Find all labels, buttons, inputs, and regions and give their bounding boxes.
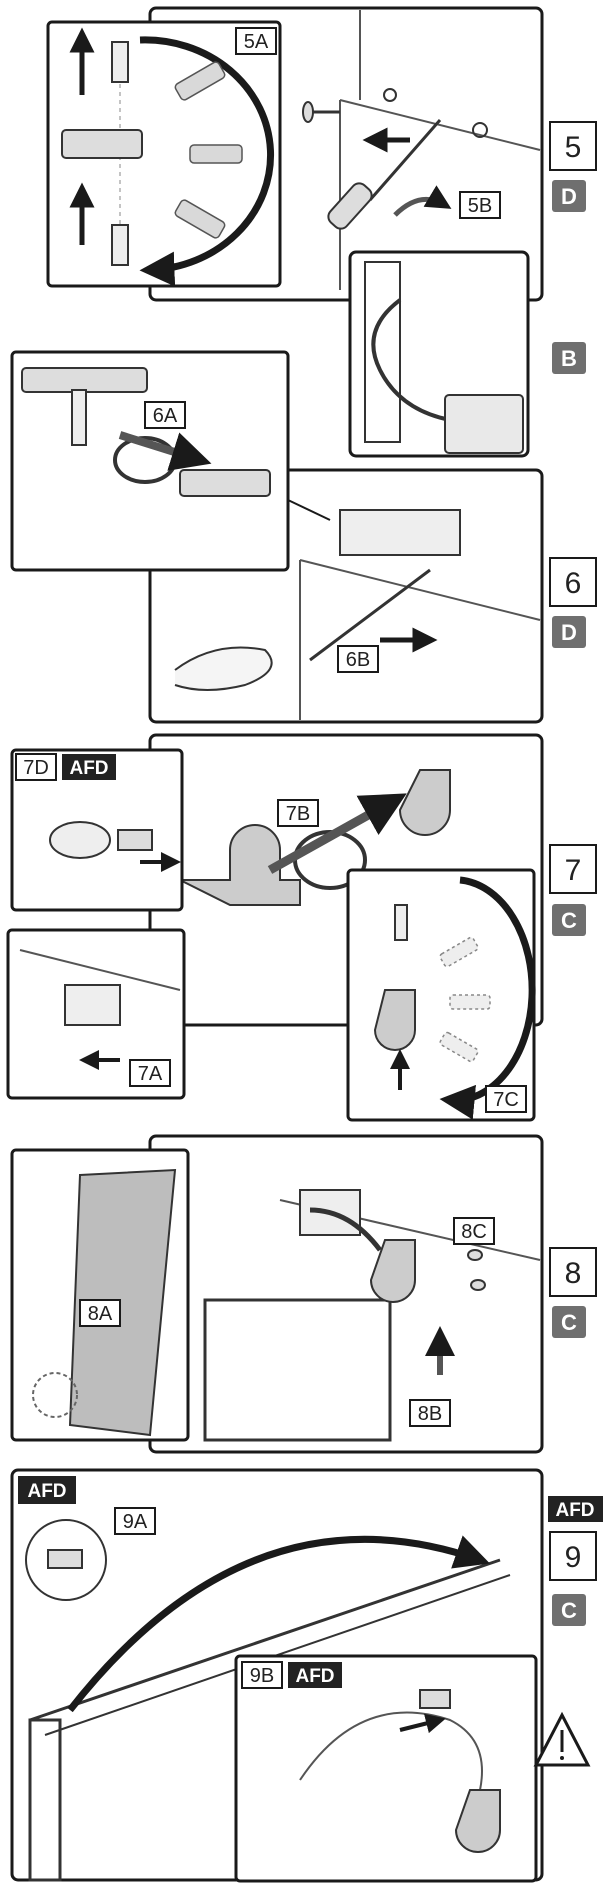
svg-text:AFD: AFD — [27, 1481, 66, 1502]
svg-text:8: 8 — [565, 1257, 582, 1290]
svg-text:8B: 8B — [418, 1403, 442, 1425]
step-8-number: 8 — [549, 1247, 597, 1297]
svg-text:C: C — [561, 1310, 577, 1335]
svg-text:9: 9 — [565, 1541, 582, 1574]
callout-9a: 9A — [114, 1507, 156, 1535]
svg-text:7: 7 — [565, 854, 582, 887]
svg-text:D: D — [561, 184, 577, 209]
screw-icon — [302, 101, 340, 123]
svg-text:6A: 6A — [153, 405, 178, 427]
svg-text:AFD: AFD — [69, 758, 108, 779]
svg-text:AFD: AFD — [295, 1666, 334, 1687]
svg-text:5A: 5A — [244, 31, 269, 53]
step-6-group: 6A 6B 6 D — [10, 350, 597, 724]
svg-text:5: 5 — [565, 131, 582, 164]
step-9-group: AFD 9A 9B AFD AFD 9 — [10, 1468, 603, 1883]
step-5-badge-b: B — [552, 342, 586, 374]
callout-7a: 7A — [129, 1059, 171, 1087]
callout-5a: 5A — [235, 27, 277, 55]
afd-tag-9a: AFD — [18, 1476, 76, 1504]
svg-text:6B: 6B — [346, 649, 370, 671]
afd-tag-7d: AFD — [62, 754, 116, 780]
callout-9b: 9B — [241, 1661, 283, 1689]
svg-text:C: C — [561, 908, 577, 933]
step-8-group: 8A 8B 8C 8 C — [10, 1134, 597, 1454]
screwdriver-icon — [327, 119, 442, 230]
step-9-badge-c: C — [552, 1594, 586, 1626]
callout-8a: 8A — [79, 1299, 121, 1327]
connector-icon — [419, 1689, 451, 1709]
afd-tag-9b: AFD — [288, 1662, 342, 1688]
svg-text:8C: 8C — [461, 1221, 487, 1243]
svg-text:7A: 7A — [138, 1063, 163, 1085]
callout-8b: 8B — [409, 1399, 451, 1427]
svg-text:B: B — [561, 346, 577, 371]
callout-7c: 7C — [485, 1085, 527, 1113]
afd-tag-step-9: AFD — [548, 1496, 603, 1522]
hinge-icon — [454, 1789, 501, 1853]
callout-7d: 7D — [15, 753, 57, 781]
screwdriver-icon — [309, 568, 431, 662]
step-7-number: 7 — [549, 844, 597, 894]
step-6-number: 6 — [549, 557, 597, 607]
callout-6a: 6A — [144, 401, 186, 429]
warning-icon — [533, 1711, 591, 1767]
hinge-icon — [369, 1239, 416, 1303]
svg-text:9A: 9A — [123, 1511, 148, 1533]
step-5-number: 5 — [549, 121, 597, 171]
svg-text:AFD: AFD — [555, 1500, 594, 1521]
callout-6b: 6B — [337, 645, 379, 673]
svg-text:7D: 7D — [23, 757, 49, 779]
step-7-badge-c: C — [552, 904, 586, 936]
step-8-badge-c: C — [552, 1306, 586, 1338]
callout-8c: 8C — [453, 1217, 495, 1245]
hinge-icon — [179, 769, 451, 906]
svg-text:8A: 8A — [88, 1303, 113, 1325]
hinge-icon — [61, 129, 143, 159]
svg-text:6: 6 — [565, 567, 582, 600]
step-5-group: 5A 5B 5 D B — [46, 6, 597, 458]
connector-icon — [47, 1549, 83, 1569]
step-6-badge-d: D — [552, 616, 586, 648]
hinge-icon — [339, 509, 461, 556]
step-9-number: 9 — [549, 1531, 597, 1581]
connector-icon — [117, 829, 153, 851]
svg-text:D: D — [561, 620, 577, 645]
step-7-group: 7D AFD 7A 7B 7C — [6, 733, 597, 1122]
svg-text:5B: 5B — [468, 195, 492, 217]
step-8-main-panel — [148, 1134, 544, 1454]
svg-text:C: C — [561, 1598, 577, 1623]
svg-text:9B: 9B — [250, 1665, 274, 1687]
callout-7b: 7B — [277, 799, 319, 827]
callout-5b: 5B — [459, 191, 501, 219]
screw-icon — [467, 1249, 486, 1291]
svg-text:7C: 7C — [493, 1089, 519, 1111]
svg-text:7B: 7B — [286, 803, 310, 825]
step-5-badge-d: D — [552, 180, 586, 212]
